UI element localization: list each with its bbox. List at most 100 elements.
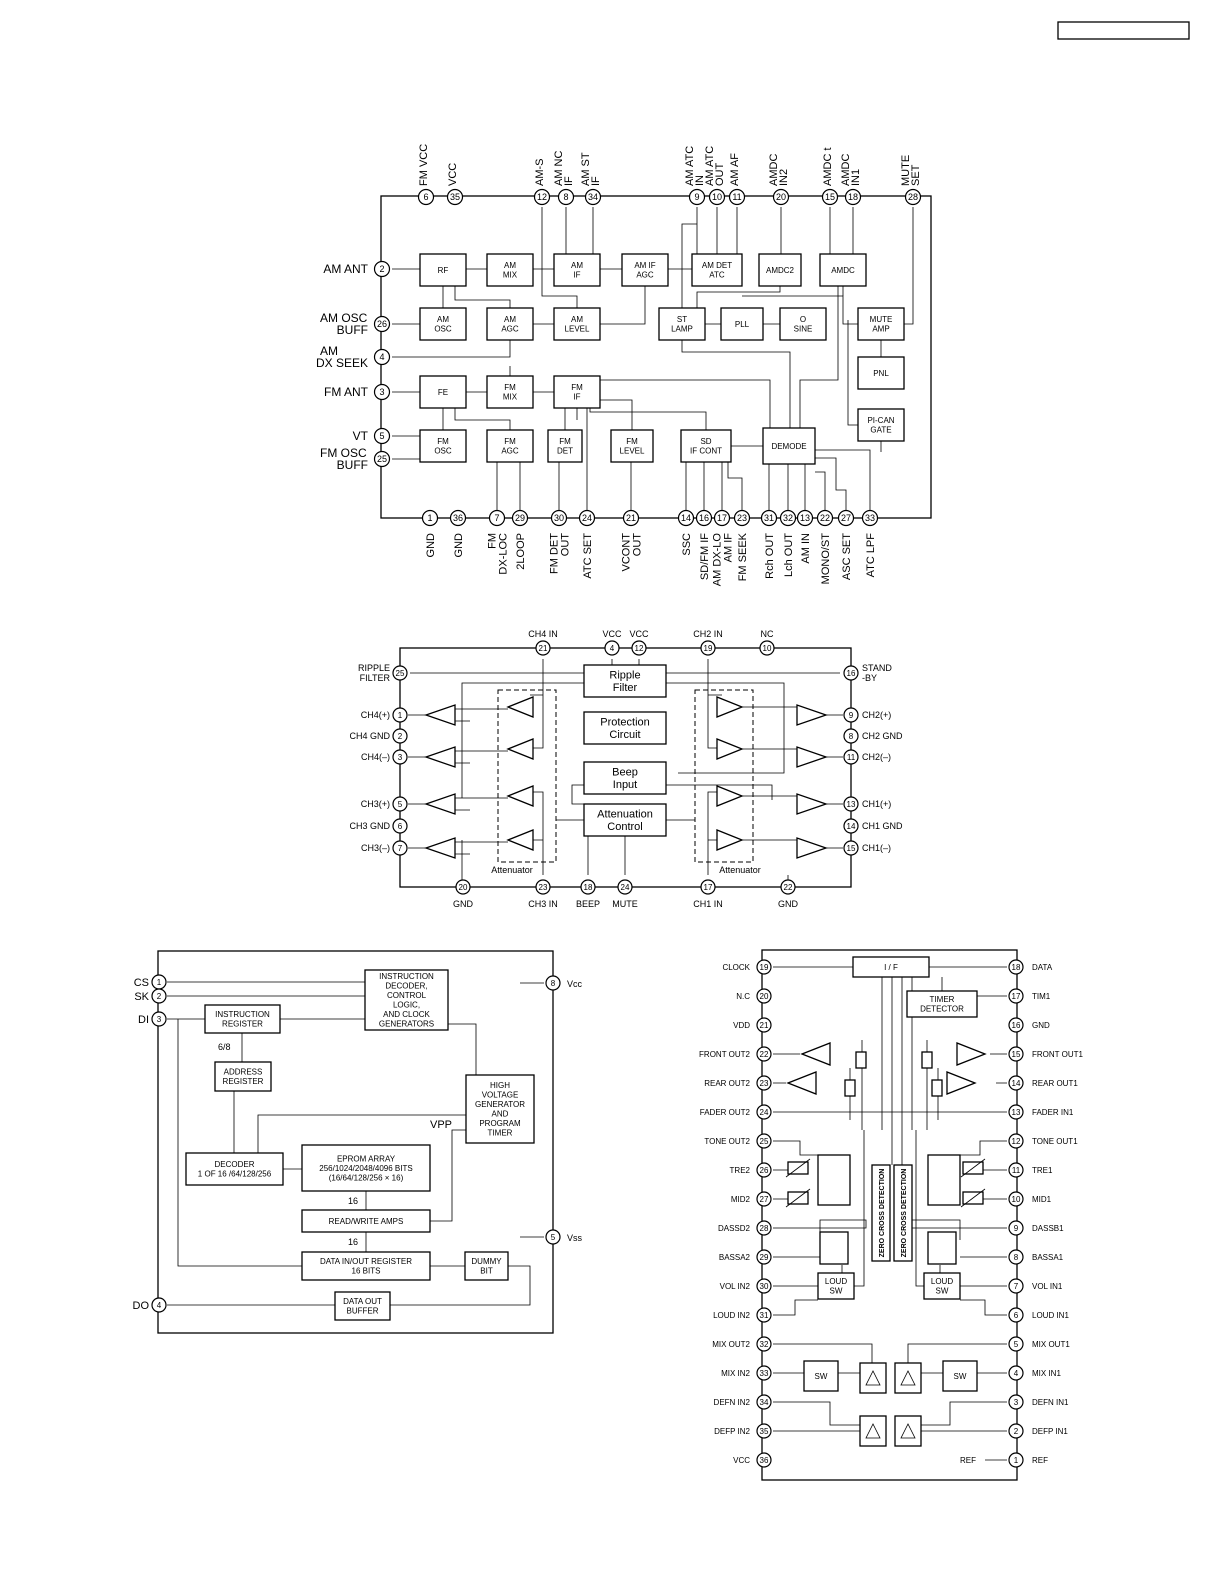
- tone-resistor-2: [785, 1188, 811, 1208]
- fader-amp-4: [946, 1071, 977, 1095]
- amp-block-beep-input-label: Beep: [612, 767, 638, 779]
- audio-pin-23-label: REAR OUT2: [704, 1079, 750, 1088]
- eeprom-block-high-label: HIGH: [490, 1081, 510, 1090]
- tuner-block-am-if-agc-label: AGC: [636, 271, 654, 280]
- eeprom-block-decoder-label: DECODER: [214, 1160, 254, 1169]
- audio-pin-29-label: BASSA2: [719, 1253, 751, 1262]
- tuner-pin-4: 4: [373, 348, 391, 366]
- audio-pin-23-number: 23: [760, 1079, 769, 1088]
- audio-processor-outline: [761, 949, 1018, 1481]
- tuner-pin-9-number: 9: [694, 192, 699, 202]
- eeprom-pin-vss-number: 5: [551, 1233, 556, 1242]
- amp-pin-6: 6: [392, 818, 408, 834]
- tuner-block-fe: FE: [419, 375, 467, 409]
- tuner-pin-1: 1: [421, 509, 439, 527]
- tuner-block-demode-label: DEMODE: [771, 442, 806, 451]
- audio-pin-25-number: 25: [760, 1137, 769, 1146]
- audio-pin-36-label: VCC: [733, 1456, 750, 1465]
- amp-pin-14-label: CH1 GND: [862, 821, 903, 831]
- tuner-pin-36-number: 36: [453, 513, 463, 523]
- bass-filter-box-1: [819, 1231, 849, 1265]
- tuner-block-pll-label: PLL: [735, 320, 750, 329]
- audio-pin-35-number: 35: [760, 1427, 769, 1436]
- tuner-pin-4-number: 4: [379, 352, 384, 362]
- attenuator-amp-right-0: [716, 696, 744, 718]
- audio-pin-4: 4: [1008, 1365, 1024, 1381]
- audio-pin-12: 12: [1008, 1133, 1024, 1149]
- audio-pin-6: 6: [1008, 1307, 1024, 1323]
- tuner-pin-28-label: SET: [910, 164, 922, 186]
- amp-pin-15: 15: [843, 840, 859, 856]
- tuner-pin-21-label: VCONT: [621, 533, 633, 572]
- tuner-block-am-mix-label: MIX: [503, 271, 518, 280]
- eeprom-pin-sk: 2: [151, 988, 167, 1004]
- tone-resistor-4: [960, 1188, 986, 1208]
- attenuator-left-label: Attenuator: [491, 865, 533, 875]
- eeprom-block-instruction-label: REGISTER: [222, 1020, 263, 1029]
- tuner-pin-18-label: IN1: [850, 169, 862, 186]
- tuner-pin-11: 11: [728, 188, 746, 206]
- power-amp-diagram: RippleFilterProtectionCircuitBeepInputAt…: [349, 629, 903, 909]
- audio-pin-4-number: 4: [1014, 1369, 1019, 1378]
- amp-pin-8-number: 8: [849, 732, 854, 741]
- audio-pin-20-number: 20: [760, 992, 769, 1001]
- eeprom-block-high-label: VOLTAGE: [482, 1091, 519, 1100]
- tuner-pin-15-number: 15: [825, 192, 835, 202]
- audio-block-sw-4-label: SW: [815, 1372, 828, 1381]
- tuner-pin-34: 34: [584, 188, 602, 206]
- amp-pin-14: 14: [843, 818, 859, 834]
- audio-block-loud-sw-3-label: SW: [936, 1287, 949, 1296]
- tuner-pin-9: 9: [688, 188, 706, 206]
- tuner-block-rf-label: RF: [438, 266, 449, 275]
- amp-pin-16: 16: [843, 665, 859, 681]
- audio-pin-18-number: 18: [1012, 963, 1021, 972]
- amp-pin-3-label: CH4(–): [361, 752, 390, 762]
- amp-pin-13-number: 13: [847, 800, 856, 809]
- amp-pin-11: 11: [843, 749, 859, 765]
- tuner-block-fm-level-label: FM: [626, 437, 638, 446]
- eeprom-pin-sk-label: SK: [134, 991, 149, 1003]
- tuner-ic-wiring: [392, 207, 914, 518]
- audio-pin-9-number: 9: [1014, 1224, 1019, 1233]
- tuner-pin-26-number: 26: [377, 319, 387, 329]
- amp-pin-4-number: 4: [610, 644, 615, 653]
- tuner-block-demode: DEMODE: [762, 427, 816, 465]
- tuner-pin-1-label: GND: [425, 533, 437, 558]
- audio-pin-33-number: 33: [760, 1369, 769, 1378]
- audio-pin-26-number: 26: [760, 1166, 769, 1175]
- amp-pin-19-number: 19: [704, 644, 713, 653]
- tone-filter-box-2: [927, 1154, 961, 1206]
- tone-resistor-3: [960, 1158, 986, 1178]
- audio-pin-8-number: 8: [1014, 1253, 1019, 1262]
- tuner-pin-13-number: 13: [800, 513, 810, 523]
- attenuator-amp-left-3: [506, 829, 534, 851]
- tone-filter-box-1: [817, 1154, 851, 1206]
- eeprom-block-data-in-out-register-label: 16 BITS: [352, 1267, 381, 1276]
- tuner-block-amdc-label: AMDC: [831, 266, 855, 275]
- tuner-pin-20-label: IN2: [778, 169, 790, 186]
- tuner-pin-29-label: 2LOOP: [515, 533, 527, 570]
- amp-pin-16-label: STAND: [862, 663, 892, 673]
- tuner-pin-20-number: 20: [776, 192, 786, 202]
- eeprom-block-high-label: AND: [492, 1110, 509, 1119]
- eeprom-pin-do-number: 4: [157, 1301, 162, 1310]
- audio-pin-14-label: REAR OUT1: [1032, 1079, 1078, 1088]
- mix-buffer-2: [894, 1362, 922, 1394]
- tuner-pin-17-number: 17: [717, 513, 727, 523]
- audio-pin-25-label: TONE OUT2: [704, 1137, 750, 1146]
- mix-buffer-4: [894, 1415, 922, 1447]
- tuner-pin-31-number: 31: [764, 513, 774, 523]
- tuner-pin-5: 5: [373, 427, 391, 445]
- amp-pin-14-number: 14: [847, 822, 856, 831]
- tuner-pin-2: 2: [373, 260, 391, 278]
